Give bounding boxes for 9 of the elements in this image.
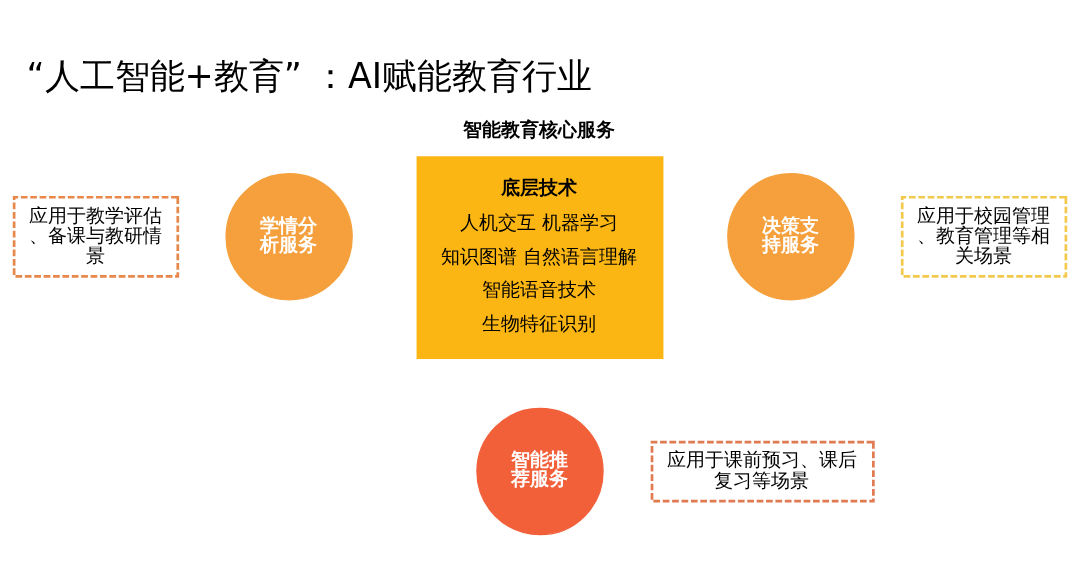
node-box: 应用于校园管理、教育管理等相关场景 xyxy=(900,195,1068,278)
node-box: 应用于课前预习、课后复习等场景 xyxy=(650,440,875,502)
diagram-title: “人工智能+教育” ：AI赋能教育行业 xyxy=(26,55,593,96)
node-box: 底层技术 人机交互 机器学习 知识图谱 自然语言理解 智能语音技术 生物特征识别 xyxy=(416,155,664,359)
node-label: 智能教育核心服务 xyxy=(462,118,615,140)
node-circle: 学情分析服务 xyxy=(225,172,353,301)
node-circle: 智能推荐服务 xyxy=(476,407,604,535)
node-circle: 决策支持服务 xyxy=(727,172,855,301)
node-box: 应用于教学评估、备课与教研情景 xyxy=(12,195,180,278)
